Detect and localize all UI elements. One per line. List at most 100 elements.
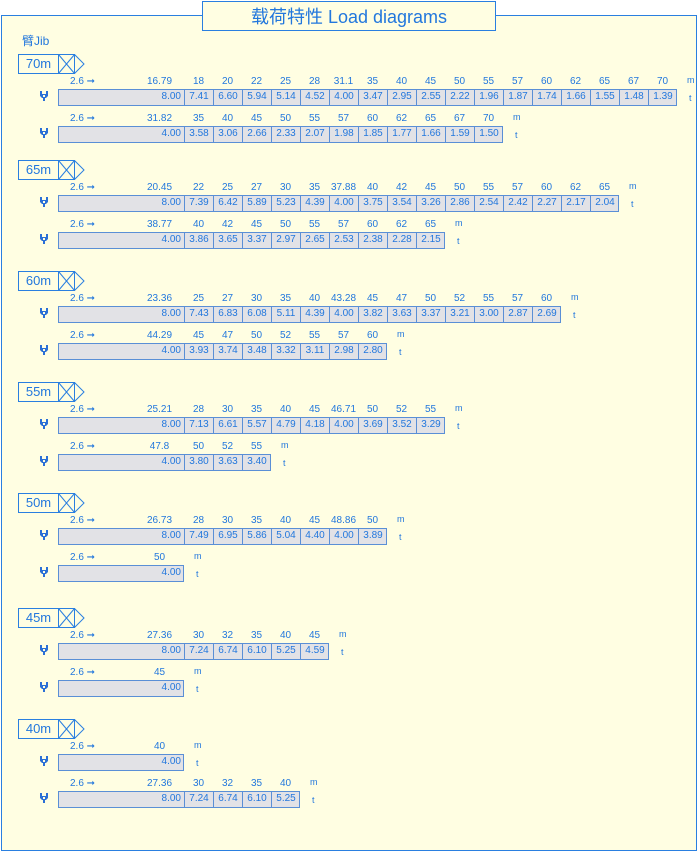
radius-value: 62 <box>569 182 582 193</box>
load-value-cell: 3.89 <box>358 528 387 545</box>
radius-value: 60 <box>366 113 379 124</box>
load-value-cell: 3.06 <box>213 126 242 143</box>
load-value-cell: 3.58 <box>184 126 213 143</box>
radius-value: 65 <box>424 219 437 230</box>
load-value-cell: 5.25 <box>271 791 300 808</box>
radius-value: 26.73 <box>146 515 173 526</box>
load-value-cell: 4.52 <box>300 89 329 106</box>
load-value-cell: 2.27 <box>532 195 561 212</box>
min-radius-label: 2.6 ➞ <box>70 552 96 563</box>
radius-value: 65 <box>424 113 437 124</box>
radius-value: 28 <box>192 404 205 415</box>
load-value-cell: 1.66 <box>561 89 590 106</box>
load-value-cell: 3.29 <box>416 417 445 434</box>
radius-value: 30 <box>250 293 263 304</box>
radius-value: 57 <box>511 76 524 87</box>
min-radius-label: 2.6 ➞ <box>70 630 96 641</box>
load-bar <box>58 528 387 545</box>
load-bar <box>58 454 271 471</box>
radius-value: 45 <box>308 630 321 641</box>
load-bar <box>58 89 677 106</box>
min-radius-label: 2.6 ➞ <box>70 441 96 452</box>
radius-value: 57 <box>337 219 350 230</box>
load-value-cell: 2.65 <box>300 232 329 249</box>
radius-value: 67 <box>627 76 640 87</box>
radius-value: 40 <box>279 778 292 789</box>
radius-value: 40 <box>192 219 205 230</box>
radius-value: 30 <box>221 515 234 526</box>
radius-value: 40 <box>308 293 321 304</box>
load-value-cell: 6.61 <box>213 417 242 434</box>
load-value-cell: 4.18 <box>300 417 329 434</box>
radius-value: 30 <box>192 630 205 641</box>
load-value-cell: 3.74 <box>213 343 242 360</box>
load-value-cell: 5.04 <box>271 528 300 545</box>
load-value-cell: 1.77 <box>387 126 416 143</box>
jib-length-tag: 65m <box>18 160 86 180</box>
radius-value: 57 <box>337 330 350 341</box>
unit-ton: t <box>457 421 460 431</box>
radius-value: 60 <box>366 330 379 341</box>
radius-value: 62 <box>395 219 408 230</box>
unit-meter: m <box>629 181 637 191</box>
load-value-cell: 3.32 <box>271 343 300 360</box>
unit-ton: t <box>689 93 692 103</box>
radius-value: 45 <box>192 330 205 341</box>
load-value-cell: 4.00 <box>329 89 358 106</box>
unit-meter: m <box>281 440 289 450</box>
hook-icon <box>38 195 50 213</box>
unit-ton: t <box>399 532 402 542</box>
load-value-cell: 1.96 <box>474 89 503 106</box>
radius-value: 40 <box>366 182 379 193</box>
load-value-cell: 4.39 <box>300 306 329 323</box>
load-value-cell: 1.39 <box>648 89 677 106</box>
radius-value: 65 <box>598 182 611 193</box>
radius-value: 44.29 <box>146 330 173 341</box>
load-value-cell: 2.22 <box>445 89 474 106</box>
hook-icon <box>38 89 50 107</box>
load-value-cell: 2.69 <box>532 306 561 323</box>
page-title: 载荷特性 Load diagrams <box>202 1 496 31</box>
radius-value: 40 <box>221 113 234 124</box>
radius-value: 47.8 <box>149 441 170 452</box>
min-radius-label: 2.6 ➞ <box>70 667 96 678</box>
radius-value: 52 <box>221 441 234 452</box>
radius-value: 50 <box>250 330 263 341</box>
unit-meter: m <box>397 514 405 524</box>
load-value-cell: 5.94 <box>242 89 271 106</box>
radius-value: 60 <box>540 293 553 304</box>
radius-value: 40 <box>279 404 292 415</box>
unit-ton: t <box>515 130 518 140</box>
unit-ton: t <box>399 347 402 357</box>
load-bar <box>58 791 300 808</box>
load-value-cell: 1.50 <box>474 126 503 143</box>
radius-value: 30 <box>192 778 205 789</box>
radius-value: 50 <box>366 515 379 526</box>
load-value-cell: 3.80 <box>184 454 213 471</box>
radius-value: 28 <box>308 76 321 87</box>
unit-meter: m <box>339 629 347 639</box>
radius-value: 45 <box>308 404 321 415</box>
jib-length-tag: 60m <box>18 271 86 291</box>
load-value-cell: 6.74 <box>213 791 242 808</box>
radius-value: 40 <box>153 741 166 752</box>
load-value-cell: 4.00 <box>161 756 181 767</box>
load-value-cell: 6.74 <box>213 643 242 660</box>
load-value-cell: 4.79 <box>271 417 300 434</box>
load-value-cell: 6.60 <box>213 89 242 106</box>
jib-length: 55m <box>18 382 59 402</box>
load-value-cell: 5.57 <box>242 417 271 434</box>
load-value-cell: 7.41 <box>184 89 213 106</box>
radius-value: 31.82 <box>146 113 173 124</box>
load-value-cell: 1.48 <box>619 89 648 106</box>
radius-value: 35 <box>308 182 321 193</box>
load-value-cell: 7.49 <box>184 528 213 545</box>
load-value-cell: 3.26 <box>416 195 445 212</box>
load-value-cell: 4.59 <box>300 643 329 660</box>
load-value-cell: 8.00 <box>161 308 181 319</box>
load-bar <box>58 343 387 360</box>
radius-value: 57 <box>511 182 524 193</box>
min-radius-label: 2.6 ➞ <box>70 293 96 304</box>
load-value-cell: 5.14 <box>271 89 300 106</box>
radius-value: 43.28 <box>330 293 357 304</box>
